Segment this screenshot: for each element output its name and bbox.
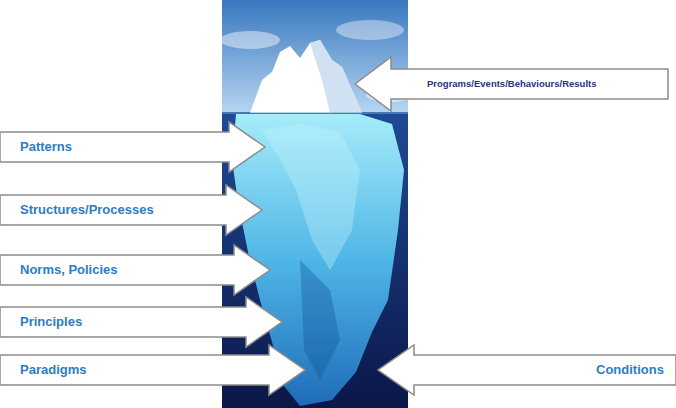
arrow-label: Structures/Processes	[0, 185, 262, 235]
arrow-label: Principles	[0, 297, 282, 347]
arrow-label: Conditions	[378, 345, 676, 395]
ice-highlight	[262, 124, 360, 270]
arrow-outline	[355, 57, 668, 111]
arrow-outline	[378, 345, 676, 395]
cloud	[336, 20, 404, 40]
arrow-outline	[0, 245, 270, 295]
waterline	[222, 113, 408, 114]
arrow-outline	[0, 345, 305, 395]
arrow-label: Norms, Policies	[0, 245, 270, 295]
level-label: Patterns	[20, 139, 72, 155]
level-label: Principles	[20, 314, 82, 330]
arrow-outline	[0, 297, 282, 347]
level-label: Paradigms	[20, 362, 86, 378]
level-label: Norms, Policies	[20, 262, 118, 278]
arrow-label: Paradigms	[0, 345, 305, 395]
iceberg-tip	[250, 40, 362, 113]
arrow-label: Programs/Events/Behaviours/Results	[355, 57, 668, 111]
arrow-outline	[0, 122, 265, 172]
level-label: Conditions	[596, 362, 664, 378]
cloud	[220, 31, 280, 49]
level-label: Structures/Processes	[20, 202, 154, 218]
level-label: Programs/Events/Behaviours/Results	[427, 78, 596, 89]
ice-shadow	[300, 260, 340, 380]
arrow-outline	[0, 185, 262, 235]
arrow-label: Patterns	[0, 122, 265, 172]
iceberg-tip-shade	[310, 40, 362, 113]
